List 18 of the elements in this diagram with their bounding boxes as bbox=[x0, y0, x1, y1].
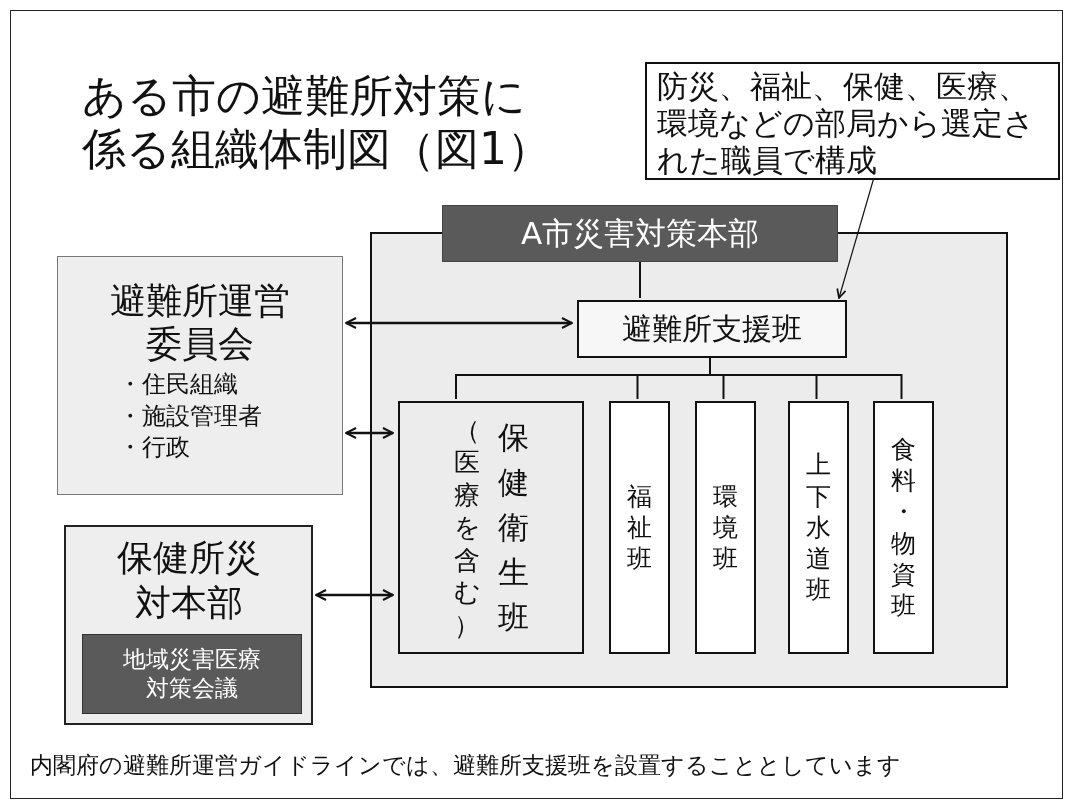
callout-box: 防災、福祉、保健、医療、環境などの部局から選定された職員で構成 bbox=[645, 62, 1060, 180]
arrow bbox=[345, 427, 394, 439]
leader-line bbox=[836, 179, 874, 299]
team-box: 福祉班 bbox=[609, 401, 670, 654]
team-box: 食料・物資班 bbox=[873, 401, 934, 654]
arrow bbox=[315, 589, 394, 601]
team-box: 上下水道班 bbox=[788, 401, 849, 654]
team-box: 避難所支援班 bbox=[577, 300, 847, 358]
arrow bbox=[345, 317, 573, 329]
caption: 内閣府の避難所運営ガイドラインでは、避難所支援班を設置することとしています bbox=[30, 751, 901, 780]
council-box: 地域災害医療対策会議 bbox=[82, 634, 302, 714]
committee-box: 避難所運営委員会 ・住民組織 ・施設管理者 ・行政 bbox=[57, 256, 343, 495]
box-heading: 保健所災対本部 bbox=[115, 536, 262, 625]
header-box: A市災害対策本部 bbox=[442, 205, 838, 262]
team-box: 環境班 bbox=[695, 401, 756, 654]
title: ある市の避難所対策に係る組織体制図（図1） bbox=[82, 70, 552, 176]
office-box bbox=[64, 525, 313, 725]
connector-line bbox=[639, 261, 641, 299]
